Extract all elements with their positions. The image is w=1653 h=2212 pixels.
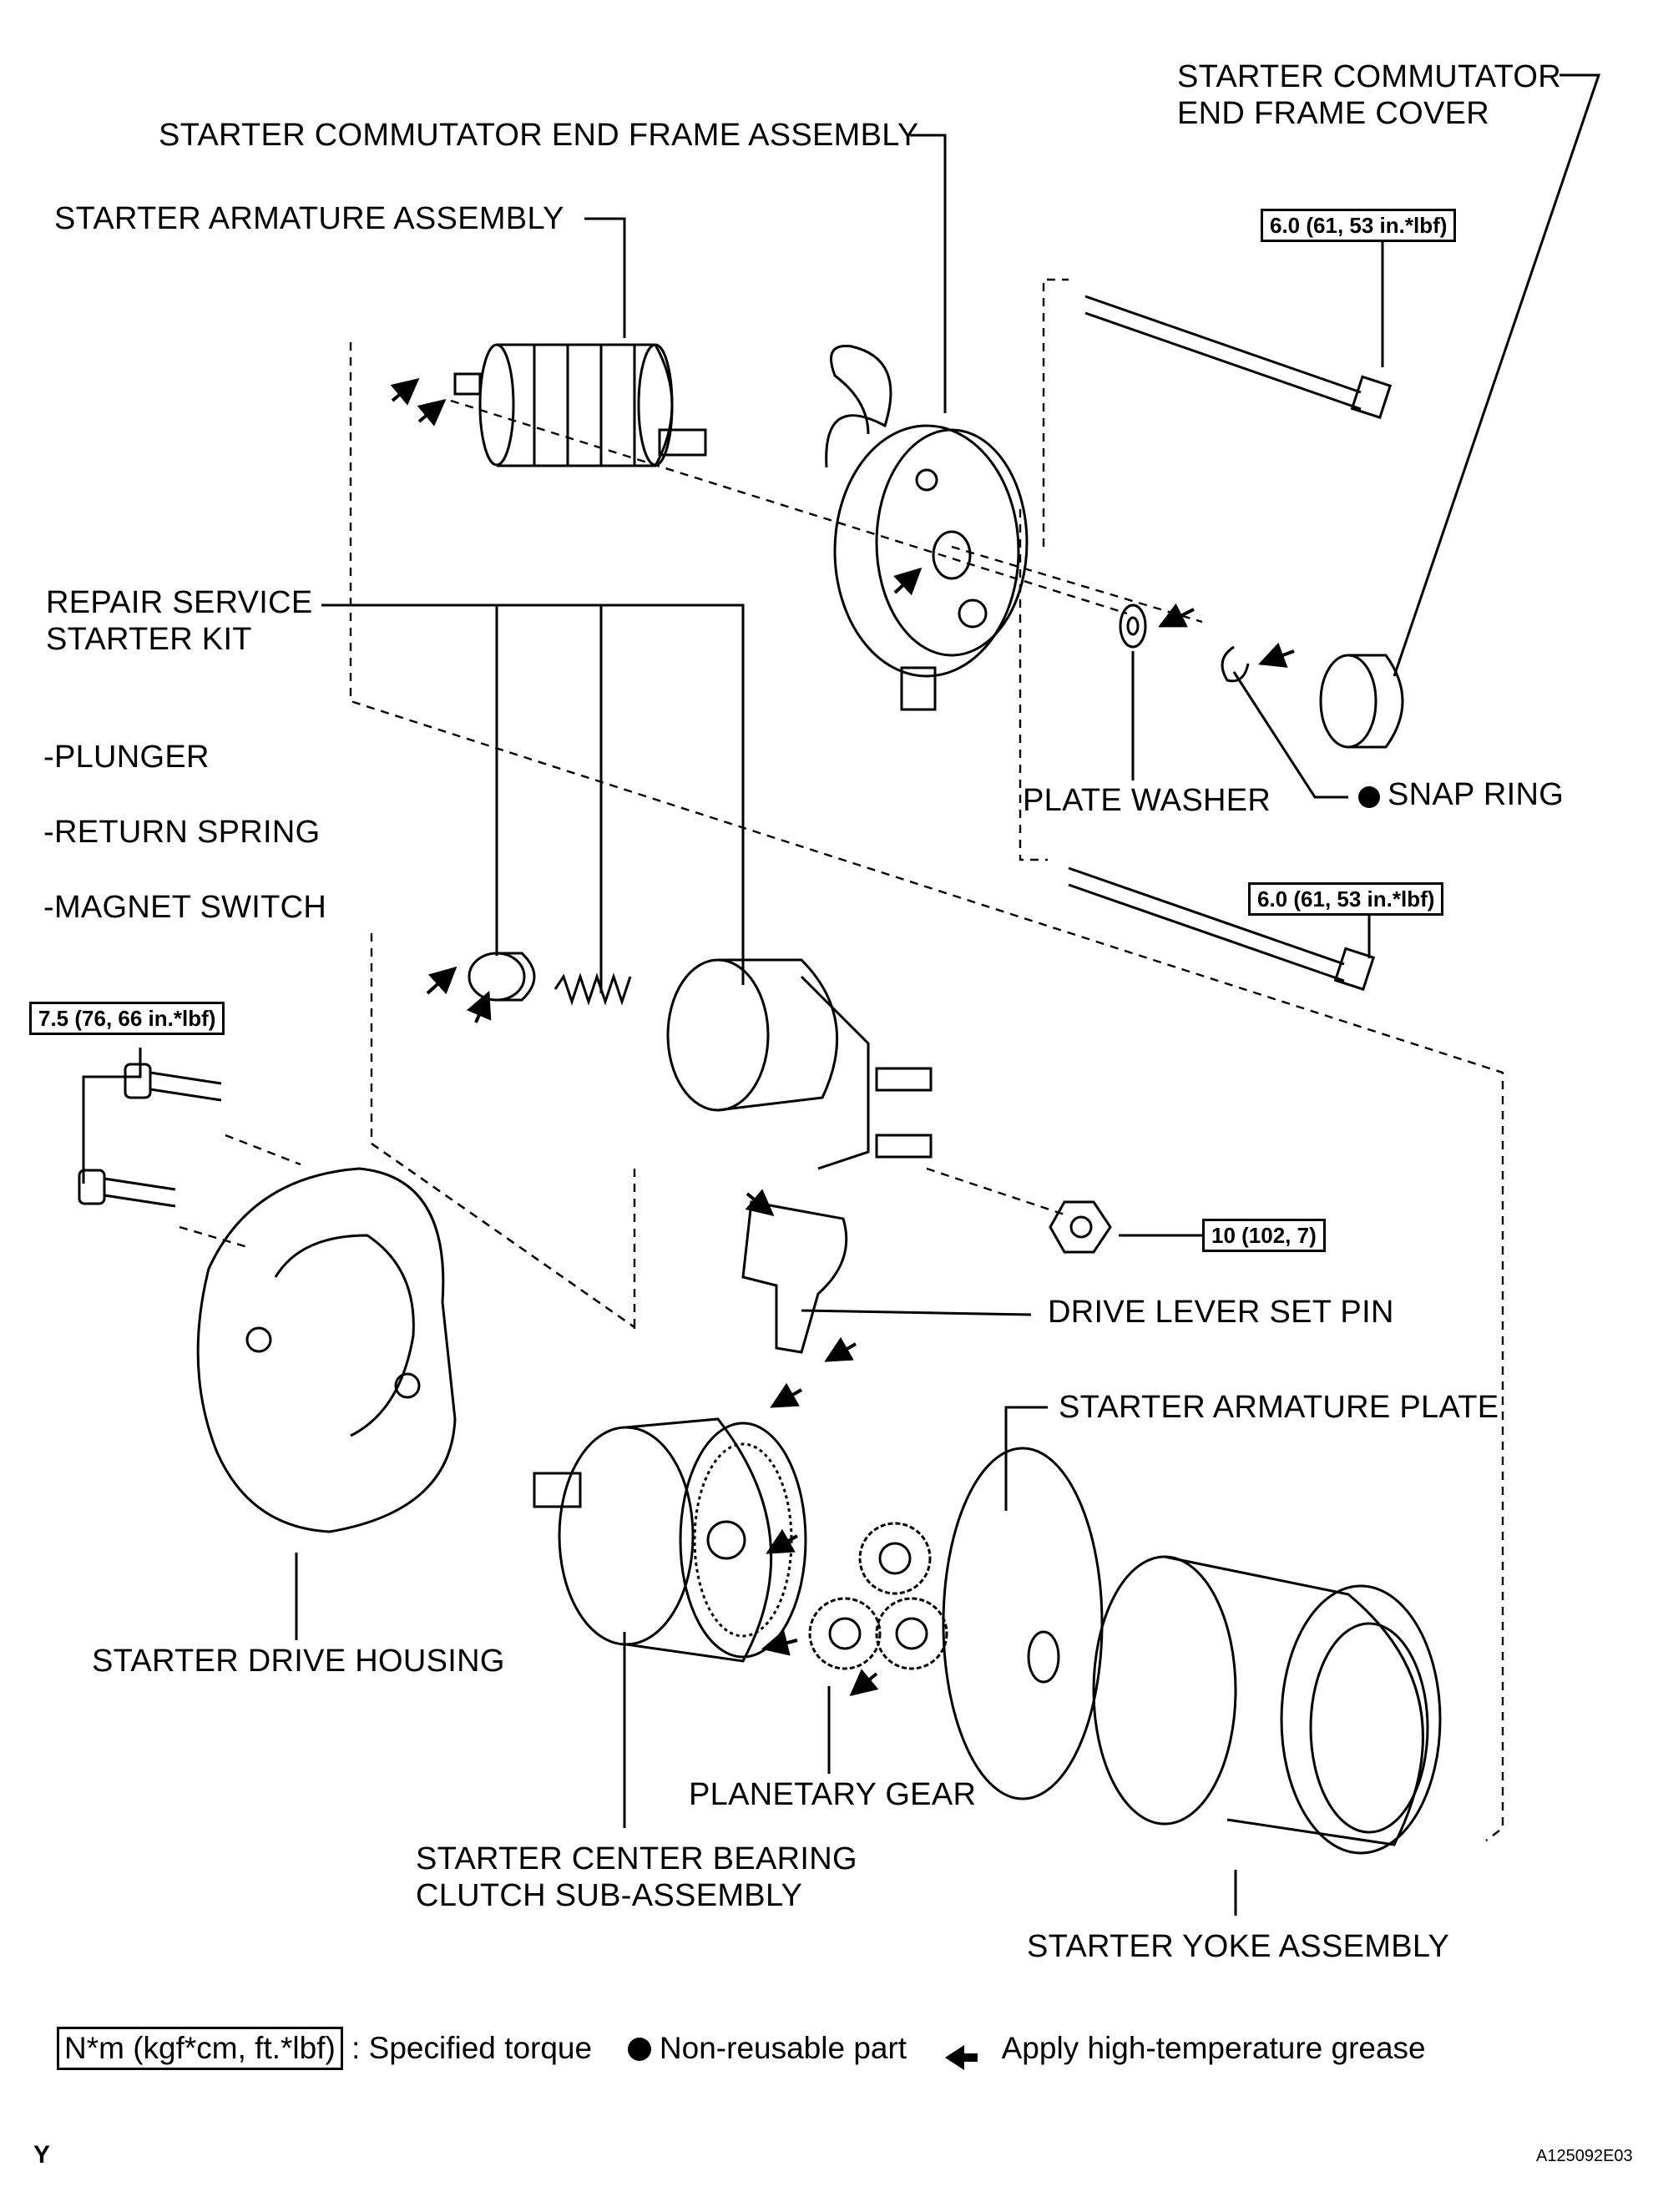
torque-through-bolt-bottom: 6.0 (61, 53 in.*lbf) bbox=[1248, 882, 1444, 916]
yoke-drawing bbox=[1092, 1555, 1442, 1855]
label-commutator-cover: STARTER COMMUTATOR END FRAME COVER bbox=[1177, 58, 1561, 132]
label-armature-plate: STARTER ARMATURE PLATE bbox=[1059, 1390, 1499, 1425]
label-commutator-frame: STARTER COMMUTATOR END FRAME ASSEMBLY bbox=[159, 118, 919, 153]
figure-code: A125092E03 bbox=[1536, 2147, 1633, 2165]
label-repair-kit-line2: STARTER KIT bbox=[46, 622, 252, 657]
label-center-bearing-line1: STARTER CENTER BEARING bbox=[416, 1841, 857, 1876]
drive-lever-drawing bbox=[741, 1200, 1112, 1354]
torque-terminal-nut: 10 (102, 7) bbox=[1202, 1219, 1326, 1252]
label-commutator-cover-line1: STARTER COMMUTATOR bbox=[1177, 59, 1561, 94]
label-commutator-cover-line2: END FRAME COVER bbox=[1177, 96, 1489, 131]
corner-letter: Y bbox=[33, 2141, 51, 2169]
label-drive-housing: STARTER DRIVE HOUSING bbox=[92, 1644, 505, 1679]
legend-grease-arrow-icon bbox=[945, 2045, 978, 2070]
drive-housing-drawing bbox=[78, 1063, 457, 1533]
legend-nonreusable-dot bbox=[627, 2038, 651, 2061]
leader-lines bbox=[82, 73, 1601, 1916]
legend-torque-unit: N*m (kgf*cm, ft.*lbf) bbox=[57, 2027, 343, 2070]
label-center-bearing: STARTER CENTER BEARING CLUTCH SUB-ASSEMB… bbox=[416, 1841, 857, 1914]
assembly-dashed-lines bbox=[179, 278, 1504, 1841]
label-plate-washer: PLATE WASHER bbox=[1023, 783, 1271, 818]
label-snap-ring: SNAP RING bbox=[1388, 777, 1565, 812]
label-yoke: STARTER YOKE ASSEMBLY bbox=[1027, 1929, 1450, 1964]
commutator-frame-drawing bbox=[825, 344, 1029, 711]
torque-housing-bolts: 7.5 (76, 66 in.*lbf) bbox=[29, 1002, 225, 1035]
legend-torque-text: : Specified torque bbox=[351, 2031, 593, 2065]
solenoid-drawing bbox=[468, 952, 933, 1170]
small-parts-drawing bbox=[1119, 604, 1404, 749]
non-reusable-dot bbox=[1358, 786, 1380, 808]
armature-drawing bbox=[453, 343, 707, 467]
label-center-bearing-line2: CLUTCH SUB-ASSEMBLY bbox=[416, 1878, 803, 1913]
center-bearing-drawing bbox=[533, 1417, 807, 1663]
label-planetary-gear: PLANETARY GEAR bbox=[689, 1777, 977, 1812]
label-repair-kit: REPAIR SERVICE STARTER KIT bbox=[46, 584, 313, 658]
grease-arrows bbox=[390, 377, 1295, 1697]
armature-plate-drawing bbox=[942, 1447, 1104, 1800]
label-armature: STARTER ARMATURE ASSEMBLY bbox=[54, 201, 564, 236]
legend-grease-text: Apply high-temperature grease bbox=[1001, 2031, 1426, 2065]
kit-item-plunger: -PLUNGER bbox=[43, 740, 210, 775]
kit-item-magnet-switch: -MAGNET SWITCH bbox=[43, 890, 327, 925]
kit-item-return-spring: -RETURN SPRING bbox=[43, 815, 321, 850]
through-bolts-drawing bbox=[1068, 295, 1393, 992]
torque-through-bolt-top: 6.0 (61, 53 in.*lbf) bbox=[1261, 209, 1457, 242]
legend-nonreusable-text: Non-reusable part bbox=[659, 2031, 907, 2065]
planetary-gears-drawing bbox=[808, 1522, 948, 1670]
legend: N*m (kgf*cm, ft.*lbf) : Specified torque… bbox=[57, 2027, 1426, 2070]
label-repair-kit-line1: REPAIR SERVICE bbox=[46, 585, 313, 620]
label-drive-lever-pin: DRIVE LEVER SET PIN bbox=[1048, 1295, 1394, 1330]
